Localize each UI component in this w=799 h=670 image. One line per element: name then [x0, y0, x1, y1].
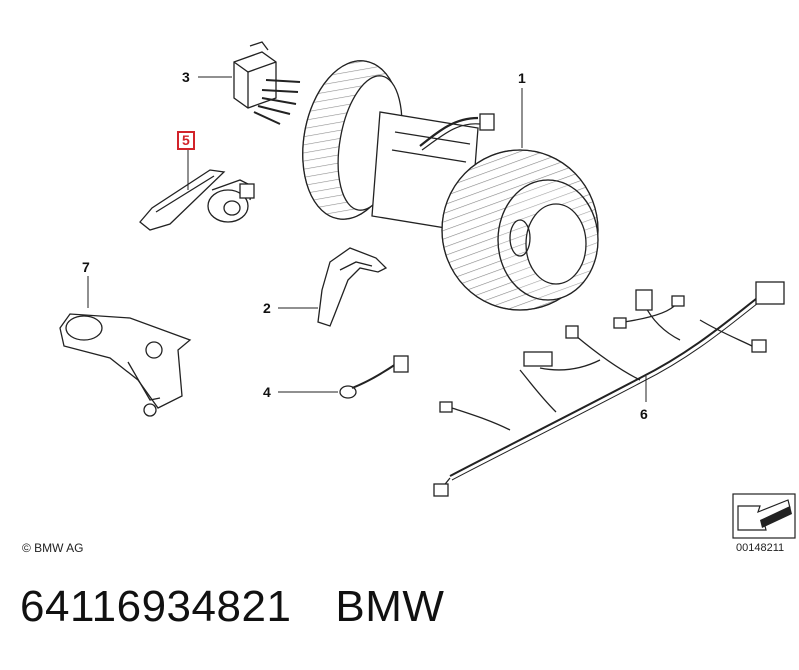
- bracket-illustration: [59, 313, 192, 417]
- actuator-illustration: [139, 169, 255, 231]
- callout-7: 7: [82, 259, 90, 275]
- callout-1: 1: [518, 70, 526, 86]
- blower-motor-illustration: [302, 60, 599, 311]
- clamp-illustration: [317, 247, 388, 327]
- part-number: 64116934821: [20, 582, 292, 631]
- parts-diagram: [59, 41, 796, 539]
- callout-4: 4: [263, 384, 271, 400]
- copyright-notice: © BMW AG: [22, 541, 84, 555]
- leader-lines: [87, 76, 647, 402]
- callout-2: 2: [263, 300, 271, 316]
- wiring-harness-illustration: [433, 281, 785, 497]
- part-caption: 64116934821 BMW: [20, 582, 444, 632]
- callout-5-highlighted: 5: [177, 131, 195, 150]
- direction-arrow-icon: [732, 493, 796, 539]
- callout-6: 6: [640, 406, 648, 422]
- diagram-id: 00148211: [736, 542, 785, 554]
- callout-3: 3: [182, 69, 190, 85]
- sensor-illustration: [339, 355, 409, 399]
- brand-name: BMW: [335, 582, 445, 631]
- resistor-illustration: [233, 41, 301, 125]
